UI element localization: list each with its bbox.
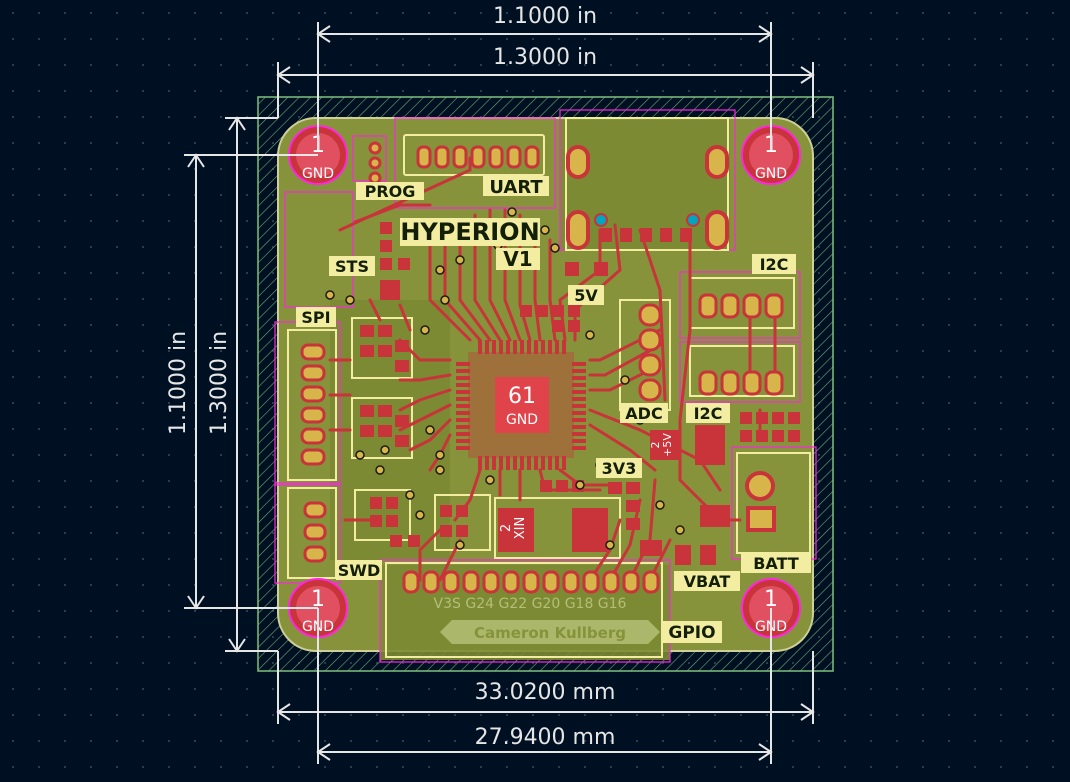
mount-hole-number: 1 <box>311 587 325 612</box>
mount-hole-number: 1 <box>764 587 778 612</box>
dim-top-inner: 1.1000 in <box>493 4 597 29</box>
mount-hole-top-right[interactable]: 1 GND <box>741 125 801 185</box>
label-sts: STS <box>335 257 369 276</box>
label-5v: 5V <box>574 286 598 305</box>
ic-thermal-pad[interactable] <box>495 377 549 433</box>
dim-top-outer: 1.3000 in <box>493 45 597 70</box>
board-version: V1 <box>503 247 532 271</box>
dim-bottom-inner: 27.9400 mm <box>475 725 616 750</box>
mount-hole-net: GND <box>302 166 334 182</box>
mount-hole-net: GND <box>755 166 787 182</box>
gpio-pin-legend: V3S G24 G22 G20 G18 G16 <box>434 596 627 612</box>
usb-connector[interactable] <box>566 145 729 250</box>
board-title: HYPERION <box>400 218 539 246</box>
crystal-pad-number: 2 <box>499 524 514 532</box>
regulator-pad[interactable]: 2 +5V <box>649 433 674 457</box>
regulator-pad-number: 2 <box>649 442 662 449</box>
label-adc: ADC <box>625 404 662 423</box>
vias <box>325 207 685 550</box>
crystal-pad-net: XIN <box>513 517 528 539</box>
dim-left-inner: 1.1000 in <box>166 331 191 435</box>
dim-bottom-outer: 33.0200 mm <box>475 680 616 705</box>
label-gpio: GPIO <box>668 623 715 643</box>
mcu-ic[interactable]: 61 GND <box>456 340 586 470</box>
crystal[interactable]: 2 XIN <box>498 508 608 552</box>
label-i2c-mid: I2C <box>694 404 723 423</box>
ic-pad-number: 61 <box>508 384 536 409</box>
label-batt: BATT <box>753 554 799 573</box>
dim-left-outer: 1.3000 in <box>207 331 232 435</box>
connector-pins <box>300 141 784 594</box>
label-prog: PROG <box>365 182 416 201</box>
author-badge <box>440 620 660 644</box>
ic-pad-net: GND <box>506 412 538 428</box>
label-uart: UART <box>489 177 543 198</box>
label-i2c-top: I2C <box>760 255 789 274</box>
label-3v3: 3V3 <box>602 459 637 478</box>
silkscreen-labels: PROG UART HYPERION V1 STS SPI I2C I2C AD… <box>296 176 811 644</box>
battery-connector[interactable] <box>745 471 776 532</box>
regulator-pad-net: +5V <box>661 433 674 457</box>
author-name: Cameron Kullberg <box>474 624 626 642</box>
connector-bodies <box>287 117 811 658</box>
label-spi: SPI <box>301 308 330 327</box>
dimension-lines <box>184 22 815 764</box>
label-swd: SWD <box>338 561 380 580</box>
copper-pours <box>380 280 730 565</box>
label-vbat: VBAT <box>684 572 731 591</box>
